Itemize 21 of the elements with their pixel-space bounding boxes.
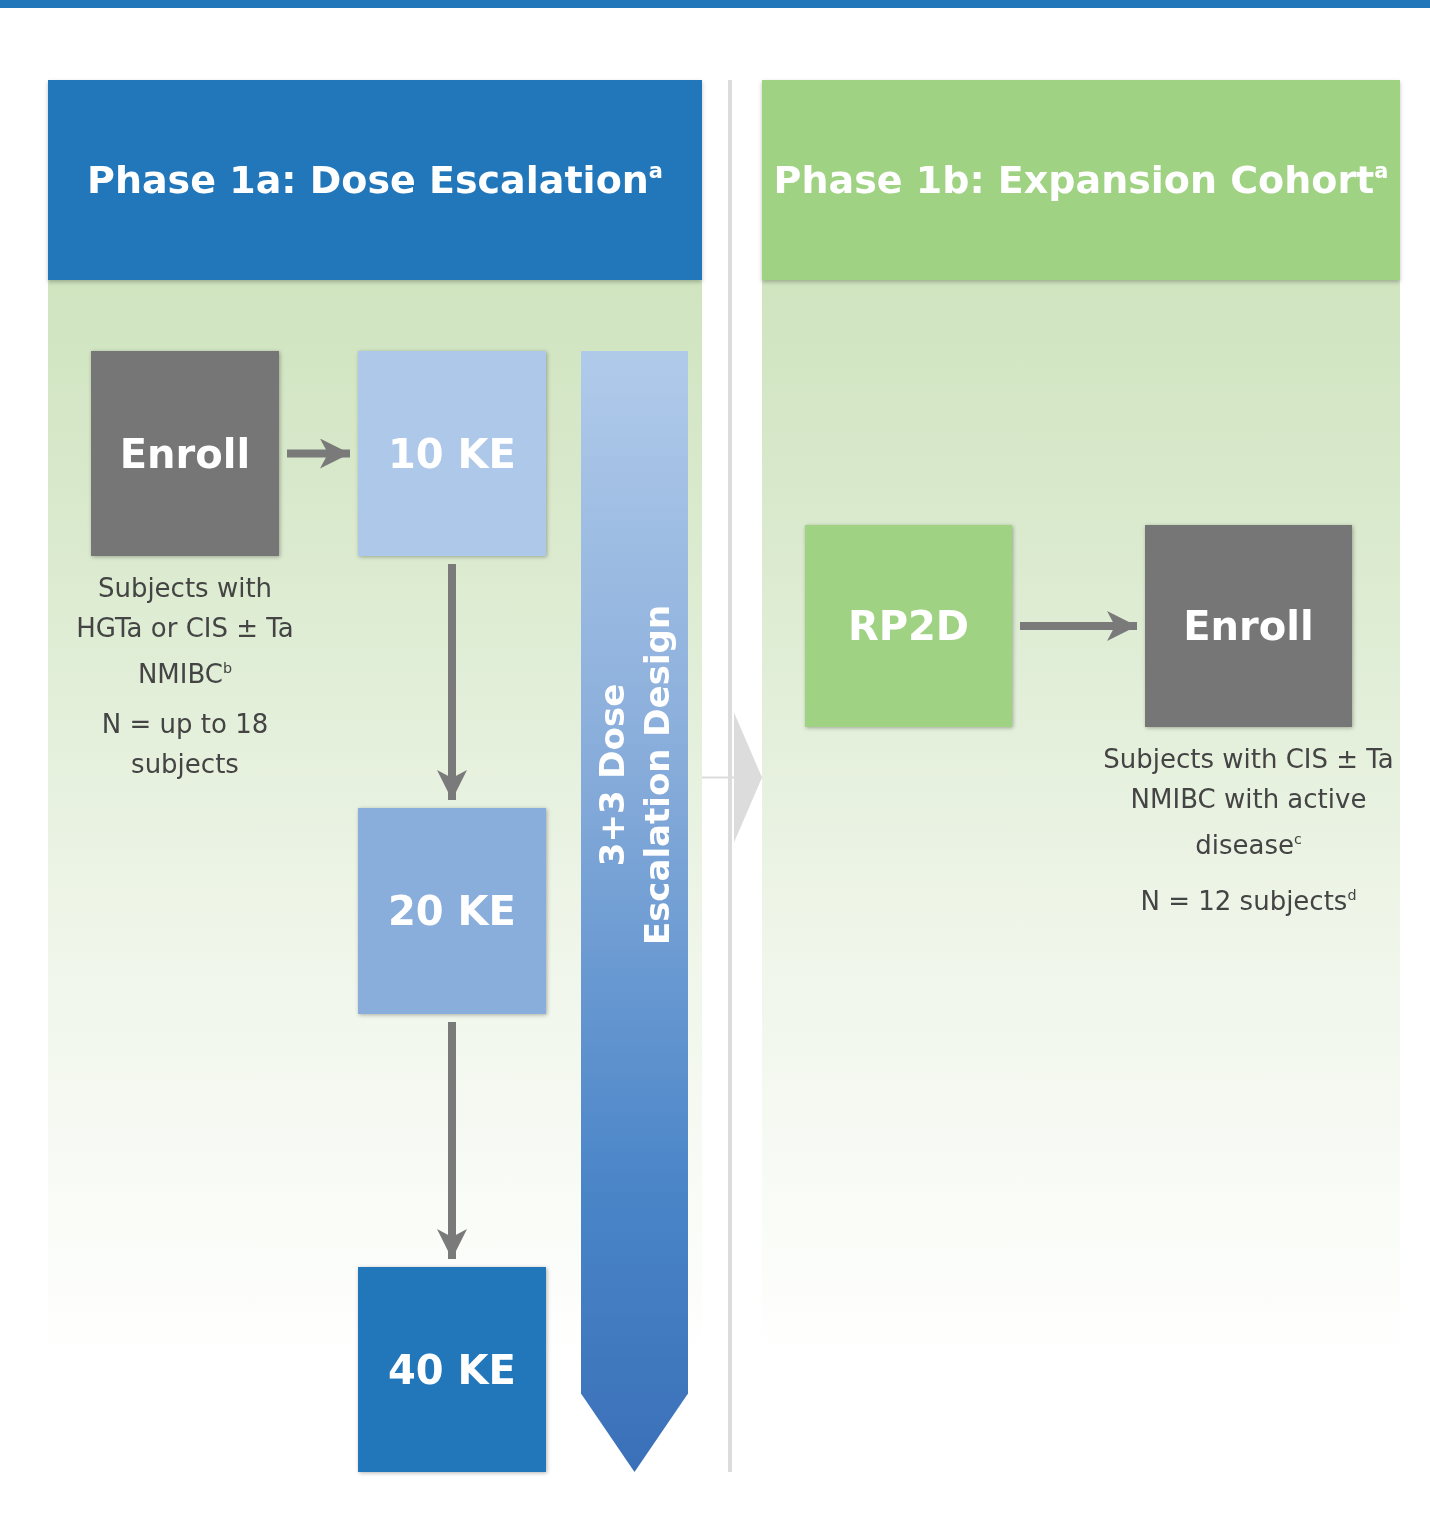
- arrow-band: [581, 351, 688, 1472]
- box-label: 40 KE: [388, 1346, 516, 1393]
- step-box: [91, 351, 279, 556]
- step-box: [805, 525, 1012, 727]
- phase-panel: [48, 80, 702, 1475]
- box-label: Enroll: [1183, 603, 1314, 649]
- panel-title: Phase 1b: Expansion Cohort$^{a}$: [773, 158, 1389, 202]
- box-label: RP2D: [847, 603, 970, 649]
- caption-text: N = up to 18 subjects: [101, 709, 269, 779]
- box-label: 20 KE: [388, 888, 516, 934]
- step-box: [358, 808, 546, 1014]
- band-label: 3+3 Dose Escalation Design: [590, 603, 678, 948]
- step-box: [358, 1267, 546, 1472]
- box-label: 10 KE: [388, 430, 516, 477]
- panel-title: Phase 1a: Dose Escalation$^{a}$: [87, 158, 663, 202]
- chevron-arrow: [701, 712, 763, 843]
- step-box: [358, 351, 546, 556]
- step-box: [1145, 525, 1352, 727]
- box-label: Enroll: [119, 430, 251, 477]
- caption-text: N = 12 subjects$^{d}$: [1140, 886, 1357, 916]
- caption-text: Subjects with HGTa or CIS ± Ta NMIBC$^{b}$: [76, 573, 294, 689]
